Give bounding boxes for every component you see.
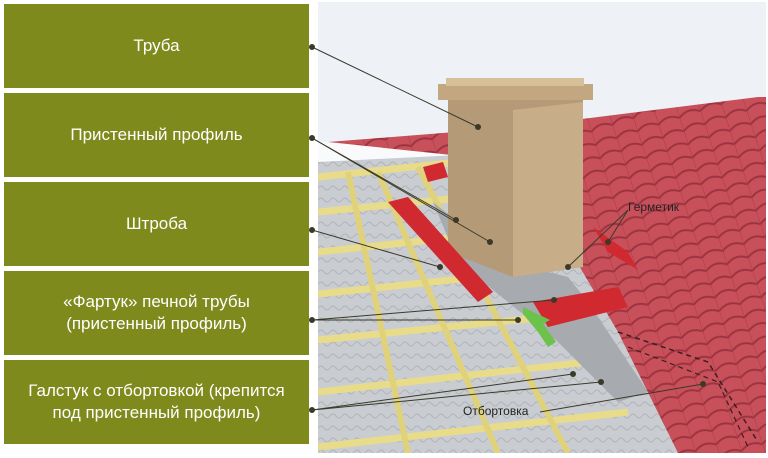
label-wall-profile-text: Пристенный профиль <box>70 125 243 144</box>
label-groove-text: Штроба <box>125 214 188 233</box>
wall-profile-bottom <box>533 287 628 327</box>
label-apron: «Фартук» печной трубы (пристенный профил… <box>4 271 309 355</box>
tie-dashed-edge-2 <box>627 346 749 448</box>
label-tie-text: Галстук с отбортовкой (крепится под прис… <box>28 381 285 422</box>
tiled-roof <box>328 97 766 453</box>
chimney-cap-top <box>446 78 584 86</box>
label-pipe: Труба <box>4 4 309 88</box>
wall-profile-left <box>388 197 493 302</box>
label-wall-profile: Пристенный профиль <box>4 93 309 177</box>
wall-profile-top <box>423 162 448 182</box>
insulation <box>318 152 678 453</box>
label-apron-text: «Фартук» печной трубы (пристенный профил… <box>63 292 250 333</box>
roof-drawing <box>317 2 766 455</box>
chimney-front <box>513 102 583 277</box>
label-column: Труба Пристенный профиль Штроба «Фартук»… <box>4 4 309 444</box>
label-groove: Штроба <box>4 182 309 266</box>
tie-dashed-edge <box>617 331 759 443</box>
arrow-icon <box>523 307 556 347</box>
annotation-sealant: Герметик <box>628 200 680 214</box>
label-tie: Галстук с отбортовкой (крепится под прис… <box>4 360 309 444</box>
wall-profile-right <box>593 227 638 270</box>
chimney-cap <box>438 84 593 100</box>
annotation-flange: Отбортовка <box>463 404 529 418</box>
label-pipe-text: Труба <box>133 36 180 55</box>
